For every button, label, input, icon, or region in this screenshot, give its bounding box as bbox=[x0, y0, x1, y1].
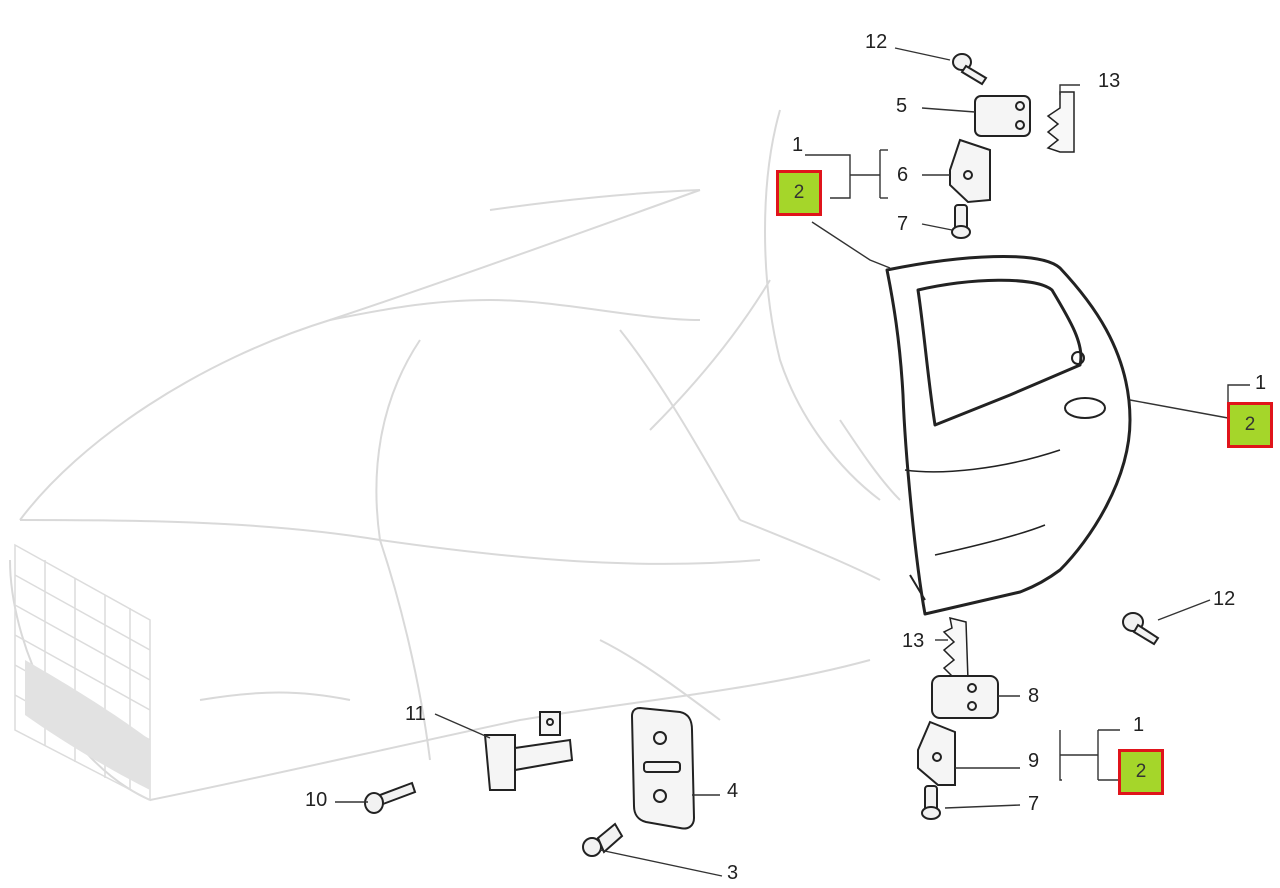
callout-12-top: 12 bbox=[865, 31, 888, 53]
part-hinge-5 bbox=[974, 95, 1031, 137]
callout-10: 10 bbox=[305, 789, 328, 811]
callout-8: 8 bbox=[1028, 685, 1040, 707]
part-shim-13-top bbox=[1046, 91, 1075, 153]
callout-1-right: 1 bbox=[1255, 372, 1267, 394]
callout-1-top: 1 bbox=[792, 134, 804, 156]
callout-13-mid: 13 bbox=[902, 630, 925, 652]
callout-5: 5 bbox=[896, 95, 908, 117]
highlight-part-2-top[interactable]: 2 bbox=[776, 170, 822, 216]
part-bolt-10 bbox=[364, 781, 417, 814]
part-hinge-9 bbox=[917, 720, 956, 786]
leader-lines bbox=[335, 47, 1250, 877]
callout-13-top: 13 bbox=[1098, 70, 1121, 92]
highlight-label: 2 bbox=[1244, 414, 1256, 435]
headlamp-ghost bbox=[25, 660, 150, 790]
callout-12-right: 12 bbox=[1213, 588, 1236, 610]
rear-door-panel bbox=[885, 255, 1132, 616]
highlight-part-2-right[interactable]: 2 bbox=[1227, 402, 1273, 448]
part-bolt-12-top bbox=[952, 53, 988, 86]
part-check-strap-11 bbox=[483, 711, 574, 791]
callout-6: 6 bbox=[897, 164, 909, 186]
highlight-part-2-bottom[interactable]: 2 bbox=[1118, 749, 1164, 795]
part-hinge-6 bbox=[949, 138, 991, 204]
part-hinge-8 bbox=[931, 675, 999, 719]
highlight-label: 2 bbox=[1135, 761, 1147, 782]
part-striker-plate-4 bbox=[630, 706, 696, 830]
callout-9: 9 bbox=[1028, 750, 1040, 772]
part-screw-7-top bbox=[951, 204, 971, 239]
part-screw-7-bottom bbox=[921, 785, 941, 820]
callout-3: 3 bbox=[727, 862, 739, 884]
callout-7-top: 7 bbox=[897, 213, 909, 235]
callout-1-bottom: 1 bbox=[1133, 714, 1145, 736]
callout-4: 4 bbox=[727, 780, 739, 802]
callout-11: 11 bbox=[405, 703, 426, 725]
car-body-ghost-outline bbox=[9, 109, 901, 801]
part-bumper-3 bbox=[582, 822, 624, 857]
part-bolt-12-right bbox=[1122, 612, 1160, 646]
part-shim-13-mid bbox=[942, 616, 969, 681]
callout-7-bottom: 7 bbox=[1028, 793, 1040, 815]
highlight-label: 2 bbox=[793, 182, 805, 203]
door-lock-shape bbox=[1071, 351, 1085, 365]
door-handle-shape bbox=[1064, 397, 1106, 419]
